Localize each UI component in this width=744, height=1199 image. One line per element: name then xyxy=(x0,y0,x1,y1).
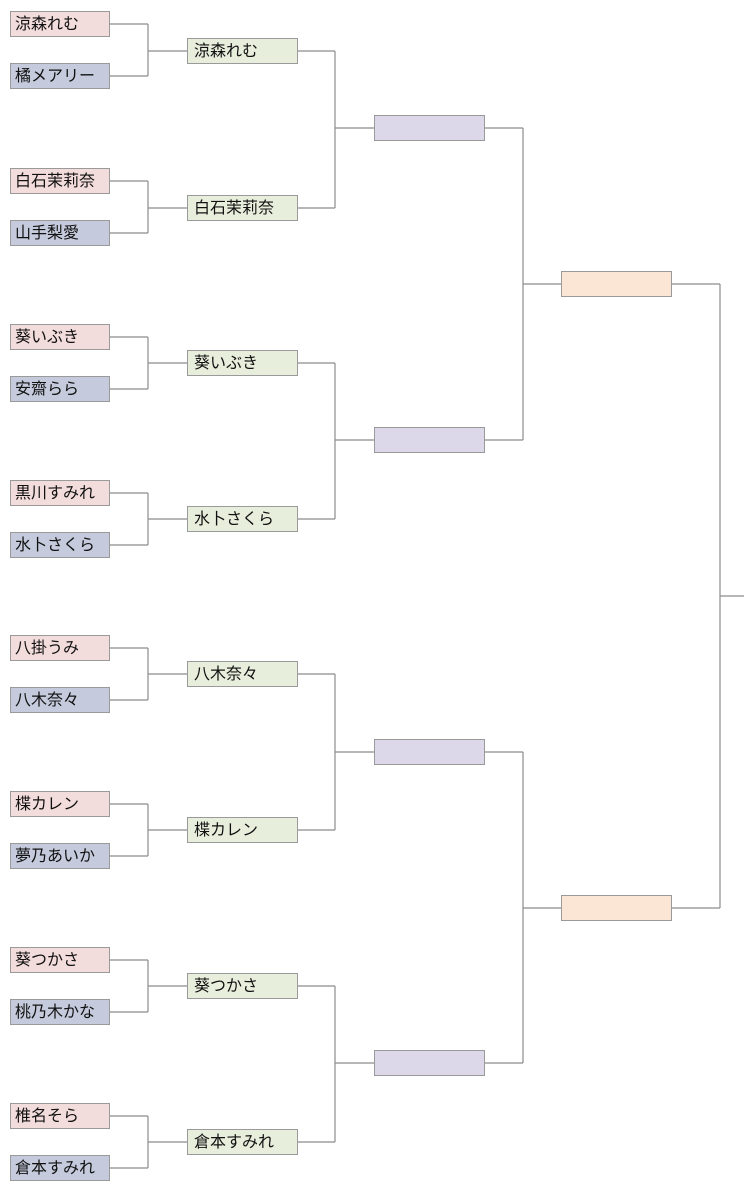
round1-entry-2: 橘メアリー xyxy=(10,63,110,89)
round2-entry-6: 楪カレン xyxy=(187,817,298,843)
round1-entry-1: 涼森れむ xyxy=(10,11,110,37)
round1-entry-9: 八掛うみ xyxy=(10,635,110,661)
round2-entry-5: 八木奈々 xyxy=(187,661,298,687)
round3-slot-3 xyxy=(374,739,485,765)
round1-entry-12: 夢乃あいか xyxy=(10,843,110,869)
round1-entry-15: 椎名そら xyxy=(10,1103,110,1129)
round4-slot-1 xyxy=(561,271,672,297)
round2-entry-2: 白石茉莉奈 xyxy=(187,195,298,221)
round1-entry-3: 白石茉莉奈 xyxy=(10,168,110,194)
round3-slot-1 xyxy=(374,115,485,141)
round1-entry-10: 八木奈々 xyxy=(10,687,110,713)
round2-entry-3: 葵いぶき xyxy=(187,350,298,376)
round3-slot-4 xyxy=(374,1050,485,1076)
round1-entry-7: 黒川すみれ xyxy=(10,480,110,506)
round1-entry-6: 安齋らら xyxy=(10,376,110,402)
round1-entry-16: 倉本すみれ xyxy=(10,1155,110,1181)
round2-entry-1: 涼森れむ xyxy=(187,38,298,64)
round1-entry-13: 葵つかさ xyxy=(10,947,110,973)
round2-entry-7: 葵つかさ xyxy=(187,973,298,999)
round2-entry-8: 倉本すみれ xyxy=(187,1129,298,1155)
round1-entry-8: 水卜さくら xyxy=(10,532,110,558)
round1-entry-4: 山手梨愛 xyxy=(10,220,110,246)
round1-entry-14: 桃乃木かな xyxy=(10,999,110,1025)
round2-entry-4: 水卜さくら xyxy=(187,506,298,532)
round4-slot-2 xyxy=(561,895,672,921)
round1-entry-5: 葵いぶき xyxy=(10,324,110,350)
round1-entry-11: 楪カレン xyxy=(10,791,110,817)
round3-slot-2 xyxy=(374,427,485,453)
